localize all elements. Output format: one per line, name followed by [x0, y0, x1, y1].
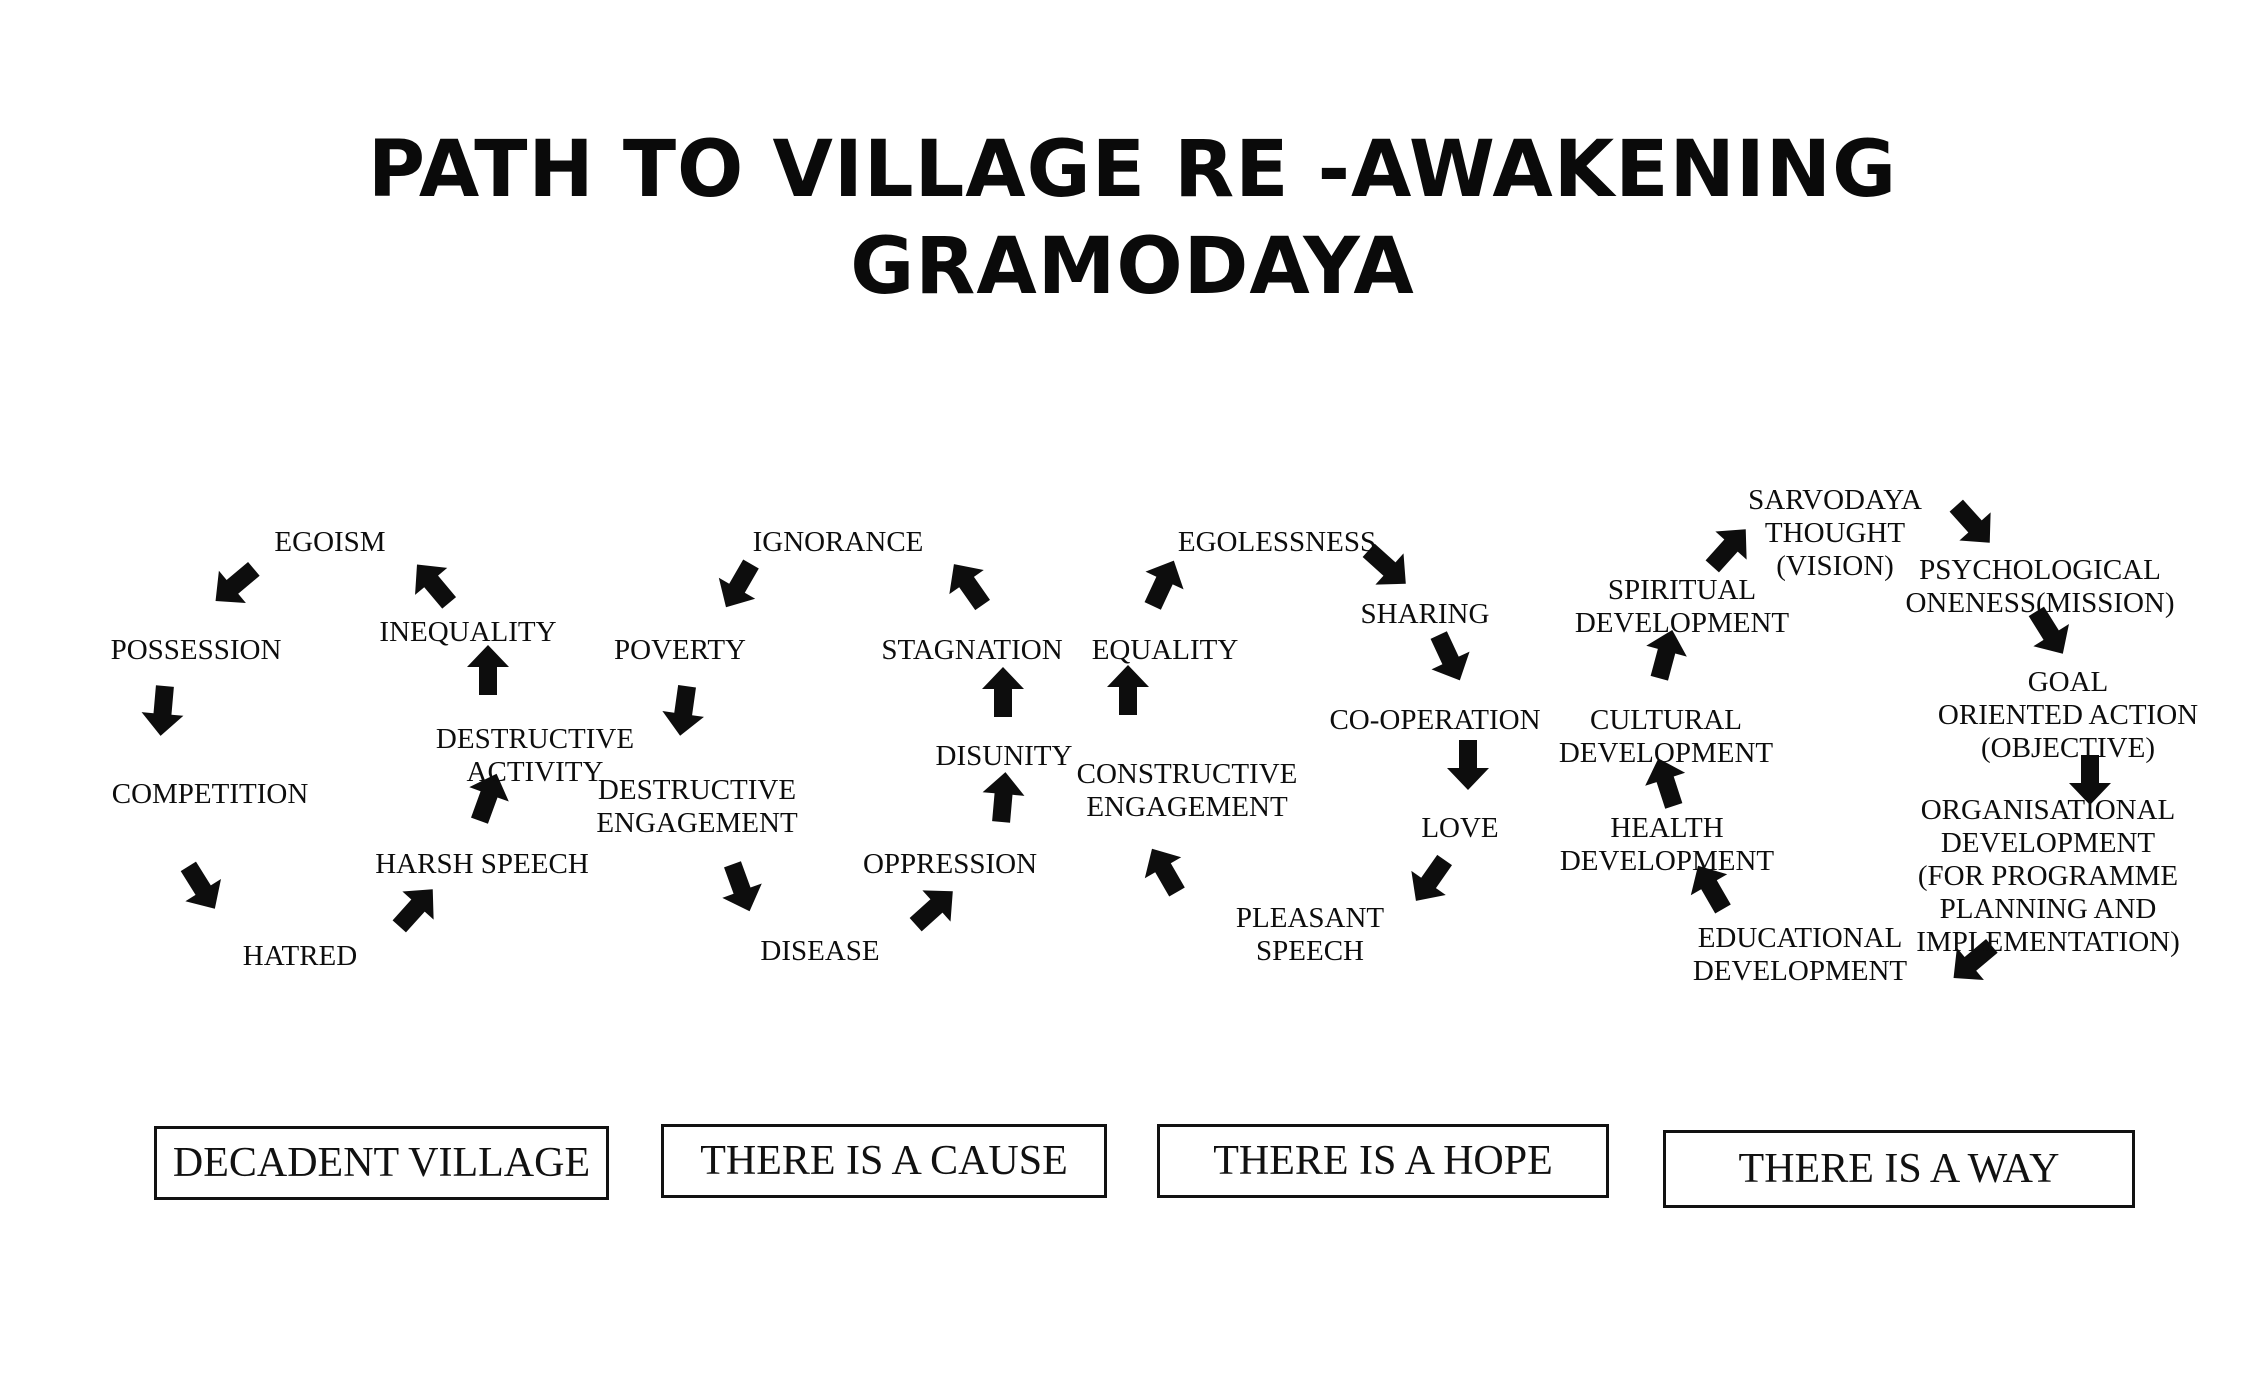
- arrow-icon: [383, 875, 449, 941]
- label-line: DEVELOPMENT: [1574, 607, 1790, 639]
- caption-there-is-a-way: THERE IS A WAY: [1663, 1130, 2135, 1208]
- node-constructive-engagement: CONSTRUCTIVE ENGAGEMENT: [1077, 758, 1298, 824]
- caption-there-is-a-cause: THERE IS A CAUSE: [661, 1124, 1107, 1198]
- node-possession: POSSESSION: [110, 634, 282, 666]
- node-disease: DISEASE: [760, 935, 880, 967]
- arrow-icon: [712, 857, 770, 919]
- label-line: ENGAGEMENT: [596, 807, 798, 839]
- node-spiritual-development: SPIRITUAL DEVELOPMENT: [1575, 574, 1789, 640]
- arrow-icon: [936, 552, 1000, 618]
- label-line: DEVELOPMENT: [1558, 737, 1774, 769]
- node-destructive-engagement: DESTRUCTIVE ENGAGEMENT: [596, 774, 797, 840]
- node-stagnation: STAGNATION: [881, 634, 1063, 666]
- arrow-icon: [707, 553, 770, 618]
- label-line: ORIENTED ACTION: [1937, 699, 2199, 731]
- node-ignorance: IGNORANCE: [752, 526, 924, 558]
- label-line: ACTIVITY: [466, 756, 604, 788]
- node-competition: COMPETITION: [111, 778, 309, 810]
- node-equality: EQUALITY: [1091, 634, 1239, 666]
- node-harsh-speech: HARSH SPEECH: [375, 848, 589, 880]
- arrow-icon: [170, 855, 233, 920]
- caption-decadent-village: DECADENT VILLAGE: [154, 1126, 609, 1200]
- label-line: SPEECH: [1256, 935, 1364, 967]
- arrow-icon: [1133, 551, 1193, 615]
- arrow-icon: [1107, 665, 1149, 715]
- node-goal-oriented-action: GOAL ORIENTED ACTION (OBJECTIVE): [1938, 666, 2198, 765]
- node-oppression: OPPRESSION: [862, 848, 1038, 880]
- label-line: ORGANISATIONAL: [1920, 794, 2176, 826]
- arrow-icon: [1419, 626, 1479, 690]
- label-line: HEALTH: [1610, 812, 1724, 844]
- label-line: PLANNING AND: [1939, 893, 2157, 925]
- page-title: PATH TO VILLAGE RE -AWAKENING: [367, 125, 1898, 215]
- label-line: DEVELOPMENT: [1692, 955, 1908, 987]
- arrow-icon: [139, 684, 186, 738]
- arrow-icon: [400, 551, 466, 617]
- label-line: (FOR PROGRAMME: [1917, 860, 2179, 892]
- arrow-icon: [901, 875, 967, 941]
- arrow-icon: [659, 683, 708, 739]
- node-health-development: HEALTH DEVELOPMENT: [1560, 812, 1774, 878]
- arrow-icon: [1447, 740, 1489, 790]
- node-cooperation: CO-OPERATION: [1329, 704, 1541, 736]
- node-organisational-development: ORGANISATIONAL DEVELOPMENT (FOR PROGRAMM…: [1916, 794, 2179, 959]
- node-psychological-oneness: PSYCHOLOGICAL ONENESS(MISSION): [1905, 554, 2174, 620]
- label-line: DEVELOPMENT: [1940, 827, 2156, 859]
- label-line: ONENESS(MISSION): [1905, 587, 2175, 619]
- label-line: DESTRUCTIVE: [597, 774, 797, 806]
- node-destructive-activity: DESTRUCTIVE ACTIVITY: [436, 723, 634, 789]
- label-line: ENGAGEMENT: [1086, 791, 1288, 823]
- node-hatred: HATRED: [242, 940, 358, 972]
- label-line: PLEASANT: [1235, 902, 1385, 934]
- node-sharing: SHARING: [1360, 598, 1490, 630]
- label-line: PSYCHOLOGICAL: [1919, 554, 2161, 586]
- arrow-icon: [202, 552, 268, 618]
- label-line: DESTRUCTIVE: [435, 723, 635, 755]
- arrow-icon: [1133, 838, 1196, 903]
- caption-there-is-a-hope: THERE IS A HOPE: [1157, 1124, 1609, 1198]
- label-line: (OBJECTIVE): [1981, 732, 2155, 764]
- node-cultural-development: CULTURAL DEVELOPMENT: [1559, 704, 1773, 770]
- node-disunity: DISUNITY: [935, 740, 1073, 772]
- node-pleasant-speech: PLEASANT SPEECH: [1236, 902, 1384, 968]
- node-love: LOVE: [1421, 812, 1499, 844]
- label-line: CONSTRUCTIVE: [1076, 758, 1298, 790]
- arrow-icon: [467, 645, 509, 695]
- label-line: SARVODAYA: [1748, 484, 1922, 516]
- arrow-icon: [1398, 847, 1462, 913]
- node-egoism: EGOISM: [274, 526, 386, 558]
- label-line: IMPLEMENTATION): [1916, 926, 2180, 958]
- label-line: GOAL: [2027, 666, 2109, 698]
- label-line: DEVELOPMENT: [1559, 845, 1775, 877]
- label-line: (VISION): [1776, 550, 1894, 582]
- label-line: EDUCATIONAL: [1697, 922, 1903, 954]
- node-sarvodaya-thought: SARVODAYA THOUGHT (VISION): [1748, 484, 1922, 583]
- node-educational-development: EDUCATIONAL DEVELOPMENT: [1693, 922, 1907, 988]
- arrow-icon: [982, 667, 1024, 717]
- label-line: THOUGHT: [1764, 517, 1906, 549]
- page-subtitle: GRAMODAYA: [850, 222, 1415, 312]
- node-poverty: POVERTY: [614, 634, 746, 666]
- node-inequality: INEQUALITY: [379, 616, 557, 648]
- label-line: SPIRITUAL: [1607, 574, 1757, 606]
- arrow-icon: [980, 770, 1027, 824]
- node-egolessness: EGOLESSNESS: [1177, 526, 1377, 558]
- arrow-icon: [1940, 491, 2006, 557]
- label-line: CULTURAL: [1589, 704, 1742, 736]
